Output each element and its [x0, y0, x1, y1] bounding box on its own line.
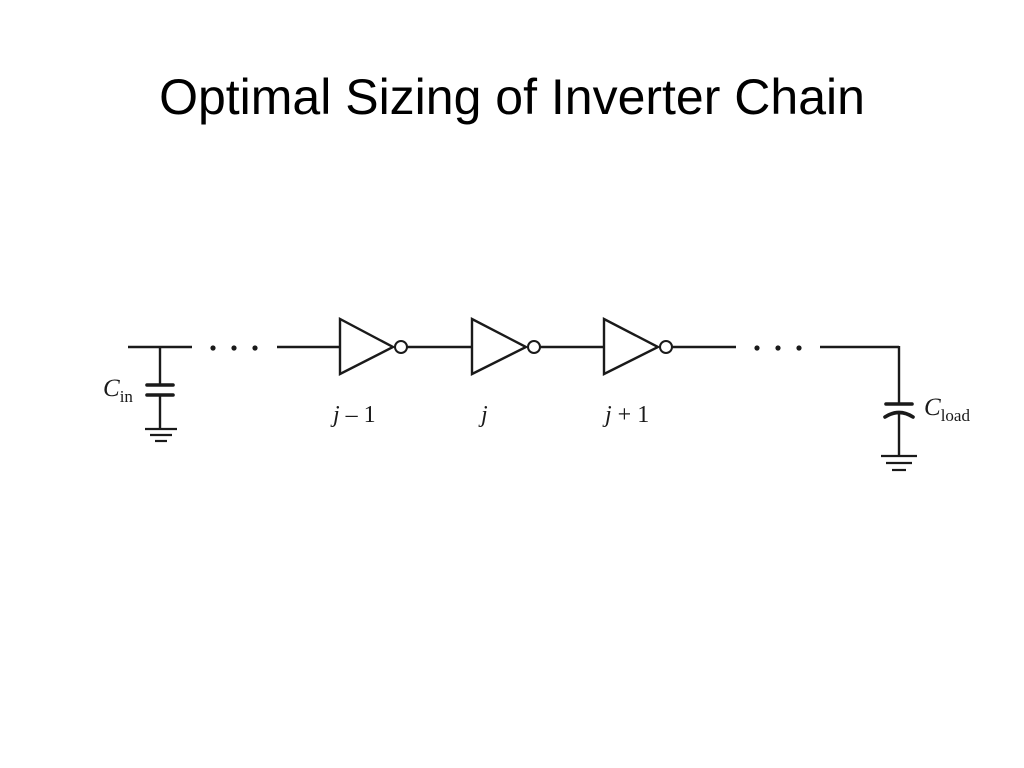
stage-label-j: j: [478, 402, 488, 428]
inverter-stage-j-minus-1: [338, 317, 408, 376]
left-ellipsis: [210, 345, 258, 351]
inverter-stage-j-plus-1: [602, 317, 673, 376]
inverter-stage-j: [470, 317, 541, 376]
input-ground-icon: [145, 427, 177, 443]
inverter-bubble-icon: [527, 340, 541, 354]
inverter-bubble-icon: [394, 340, 408, 354]
right-ellipsis: [754, 345, 802, 351]
inverter-triangle-icon: [338, 317, 396, 376]
load-ground-icon: [881, 454, 917, 472]
inverter-triangle-icon: [470, 317, 529, 376]
load-cap-label: Cload: [924, 394, 970, 425]
inverter-triangle-icon: [602, 317, 661, 376]
stage-label-j-minus-1: j – 1: [330, 402, 376, 428]
input-cap-label: Cin: [103, 375, 133, 406]
slide-title: Optimal Sizing of Inverter Chain: [159, 69, 865, 125]
stage-label-j-plus-1: j + 1: [602, 402, 649, 428]
inverter-bubble-icon: [659, 340, 673, 354]
input-capacitor-branch: [128, 345, 192, 443]
load-capacitor-branch: [820, 345, 917, 472]
load-cap-plate-bottom: [883, 410, 915, 419]
